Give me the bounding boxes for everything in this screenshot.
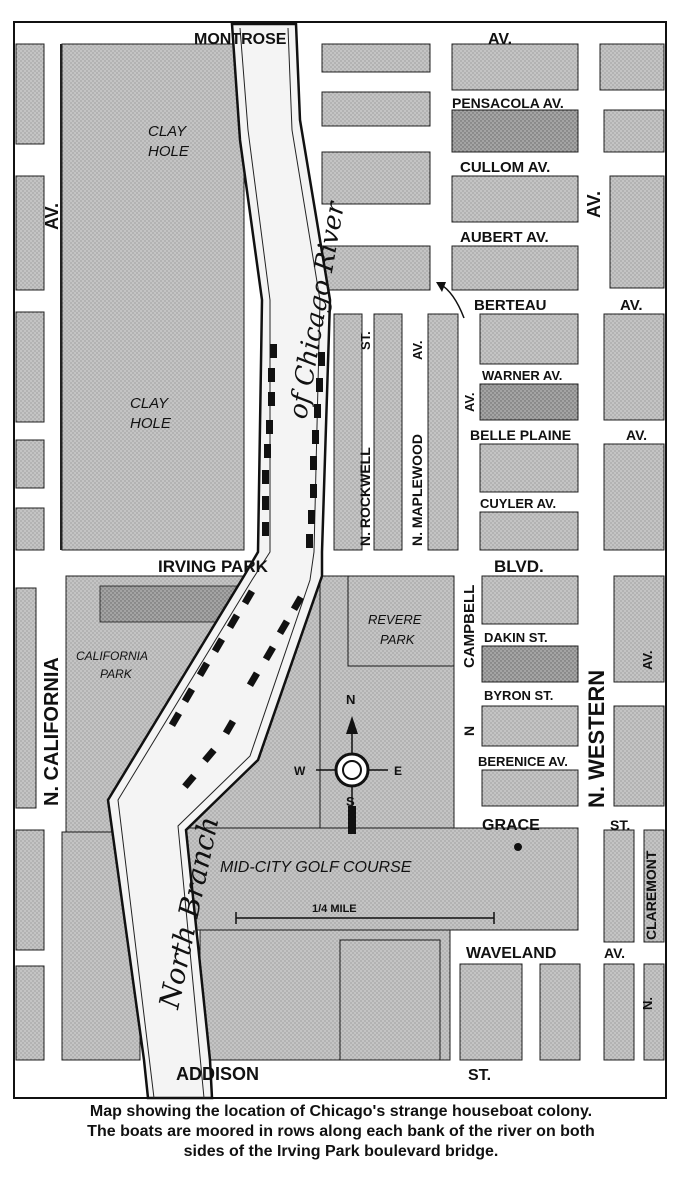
street-irving-park-blvd: BLVD. [494,557,544,576]
caption-line-3: sides of the Irving Park boulevard bridg… [183,1143,499,1160]
street-berteau: BERTEAU [474,297,547,314]
street-rockwell: N. ROCKWELL [357,447,373,546]
clay-hole-2-line2: HOLE [130,415,172,432]
street-pensacola: PENSACOLA AV. [452,95,564,111]
compass-e: E [394,764,402,778]
street-cullom: CULLOM AV. [460,159,550,176]
street-montrose-av: AV. [488,31,512,48]
street-grace-st: ST. [610,817,630,833]
street-maplewood-av-2: AV. [462,392,477,412]
clay-hole-1-line1: CLAY [148,123,187,140]
street-berenice: BERENICE AV. [478,754,568,769]
street-western-av-top: AV. [584,191,604,218]
compass-n: N [346,692,355,707]
map-caption: Map showing the location of Chicago's st… [0,1102,682,1196]
houseboats [168,344,325,789]
street-warner: WARNER AV. [482,368,562,383]
revere-park-line1: REVERE [368,612,422,627]
street-campbell: CAMPBELL [461,585,478,668]
caption-line-2: The boats are moored in rows along each … [87,1123,595,1140]
map-svg: N S W E 1/4 MILE MONTROSE AV. PENSACOLA … [13,21,667,1100]
compass-w: W [294,764,306,778]
street-rockwell-st: ST. [358,331,373,350]
street-dakin: DAKIN ST. [484,630,548,645]
golf-course-area [169,575,579,1061]
street-california: N. CALIFORNIA [41,657,63,806]
scale-bar: 1/4 MILE [235,903,495,924]
california-park-line2: PARK [100,667,133,681]
street-western: N. WESTERN [584,670,609,808]
street-claremont: CLAREMONT [643,850,659,940]
street-aubert: AUBERT AV. [460,229,549,246]
street-berteau-av: AV. [620,297,643,314]
street-claremont-n: N. [640,997,655,1010]
clay-hole-2-line1: CLAY [130,395,169,412]
golf-course-label: MID-CITY GOLF COURSE [220,859,412,876]
north-branch-chicago-river [106,22,332,1100]
revere-park-line2: PARK [380,632,416,647]
clay-hole-block [61,43,245,551]
street-california-av: AV. [42,203,62,230]
street-addison: ADDISON [176,1064,259,1084]
street-waveland: WAVELAND [466,945,556,962]
street-maplewood-av: AV. [410,340,425,360]
street-grace: GRACE [482,817,540,834]
clay-hole-1-line2: HOLE [148,143,190,160]
street-montrose: MONTROSE [194,31,287,48]
north-east-blocks [321,43,665,551]
scale-label: 1/4 MILE [312,903,357,915]
west-edge-blocks [15,43,45,1061]
compass-s: S [346,794,355,809]
california-park-line1: CALIFORNIA [76,649,148,663]
caption-line-1: Map showing the location of Chicago's st… [89,1103,593,1120]
street-western-av-bottom: AV. [640,650,655,670]
street-byron: BYRON ST. [484,688,553,703]
map: N S W E 1/4 MILE MONTROSE AV. PENSACOLA … [13,21,667,1100]
compass-rose: N S W E [294,692,402,834]
street-addison-st: ST. [468,1067,491,1084]
street-maplewood: N. MAPLEWOOD [409,434,425,546]
street-belle-plaine: BELLE PLAINE [470,427,571,443]
street-campbell-n: N [461,726,477,736]
street-belle-plaine-av: AV. [626,427,647,443]
street-irving-park: IRVING PARK [158,557,269,576]
street-waveland-av: AV. [604,945,625,961]
south-east-blocks [459,575,665,1061]
street-cuyler: CUYLER AV. [480,496,556,511]
golf-marker [514,843,522,851]
